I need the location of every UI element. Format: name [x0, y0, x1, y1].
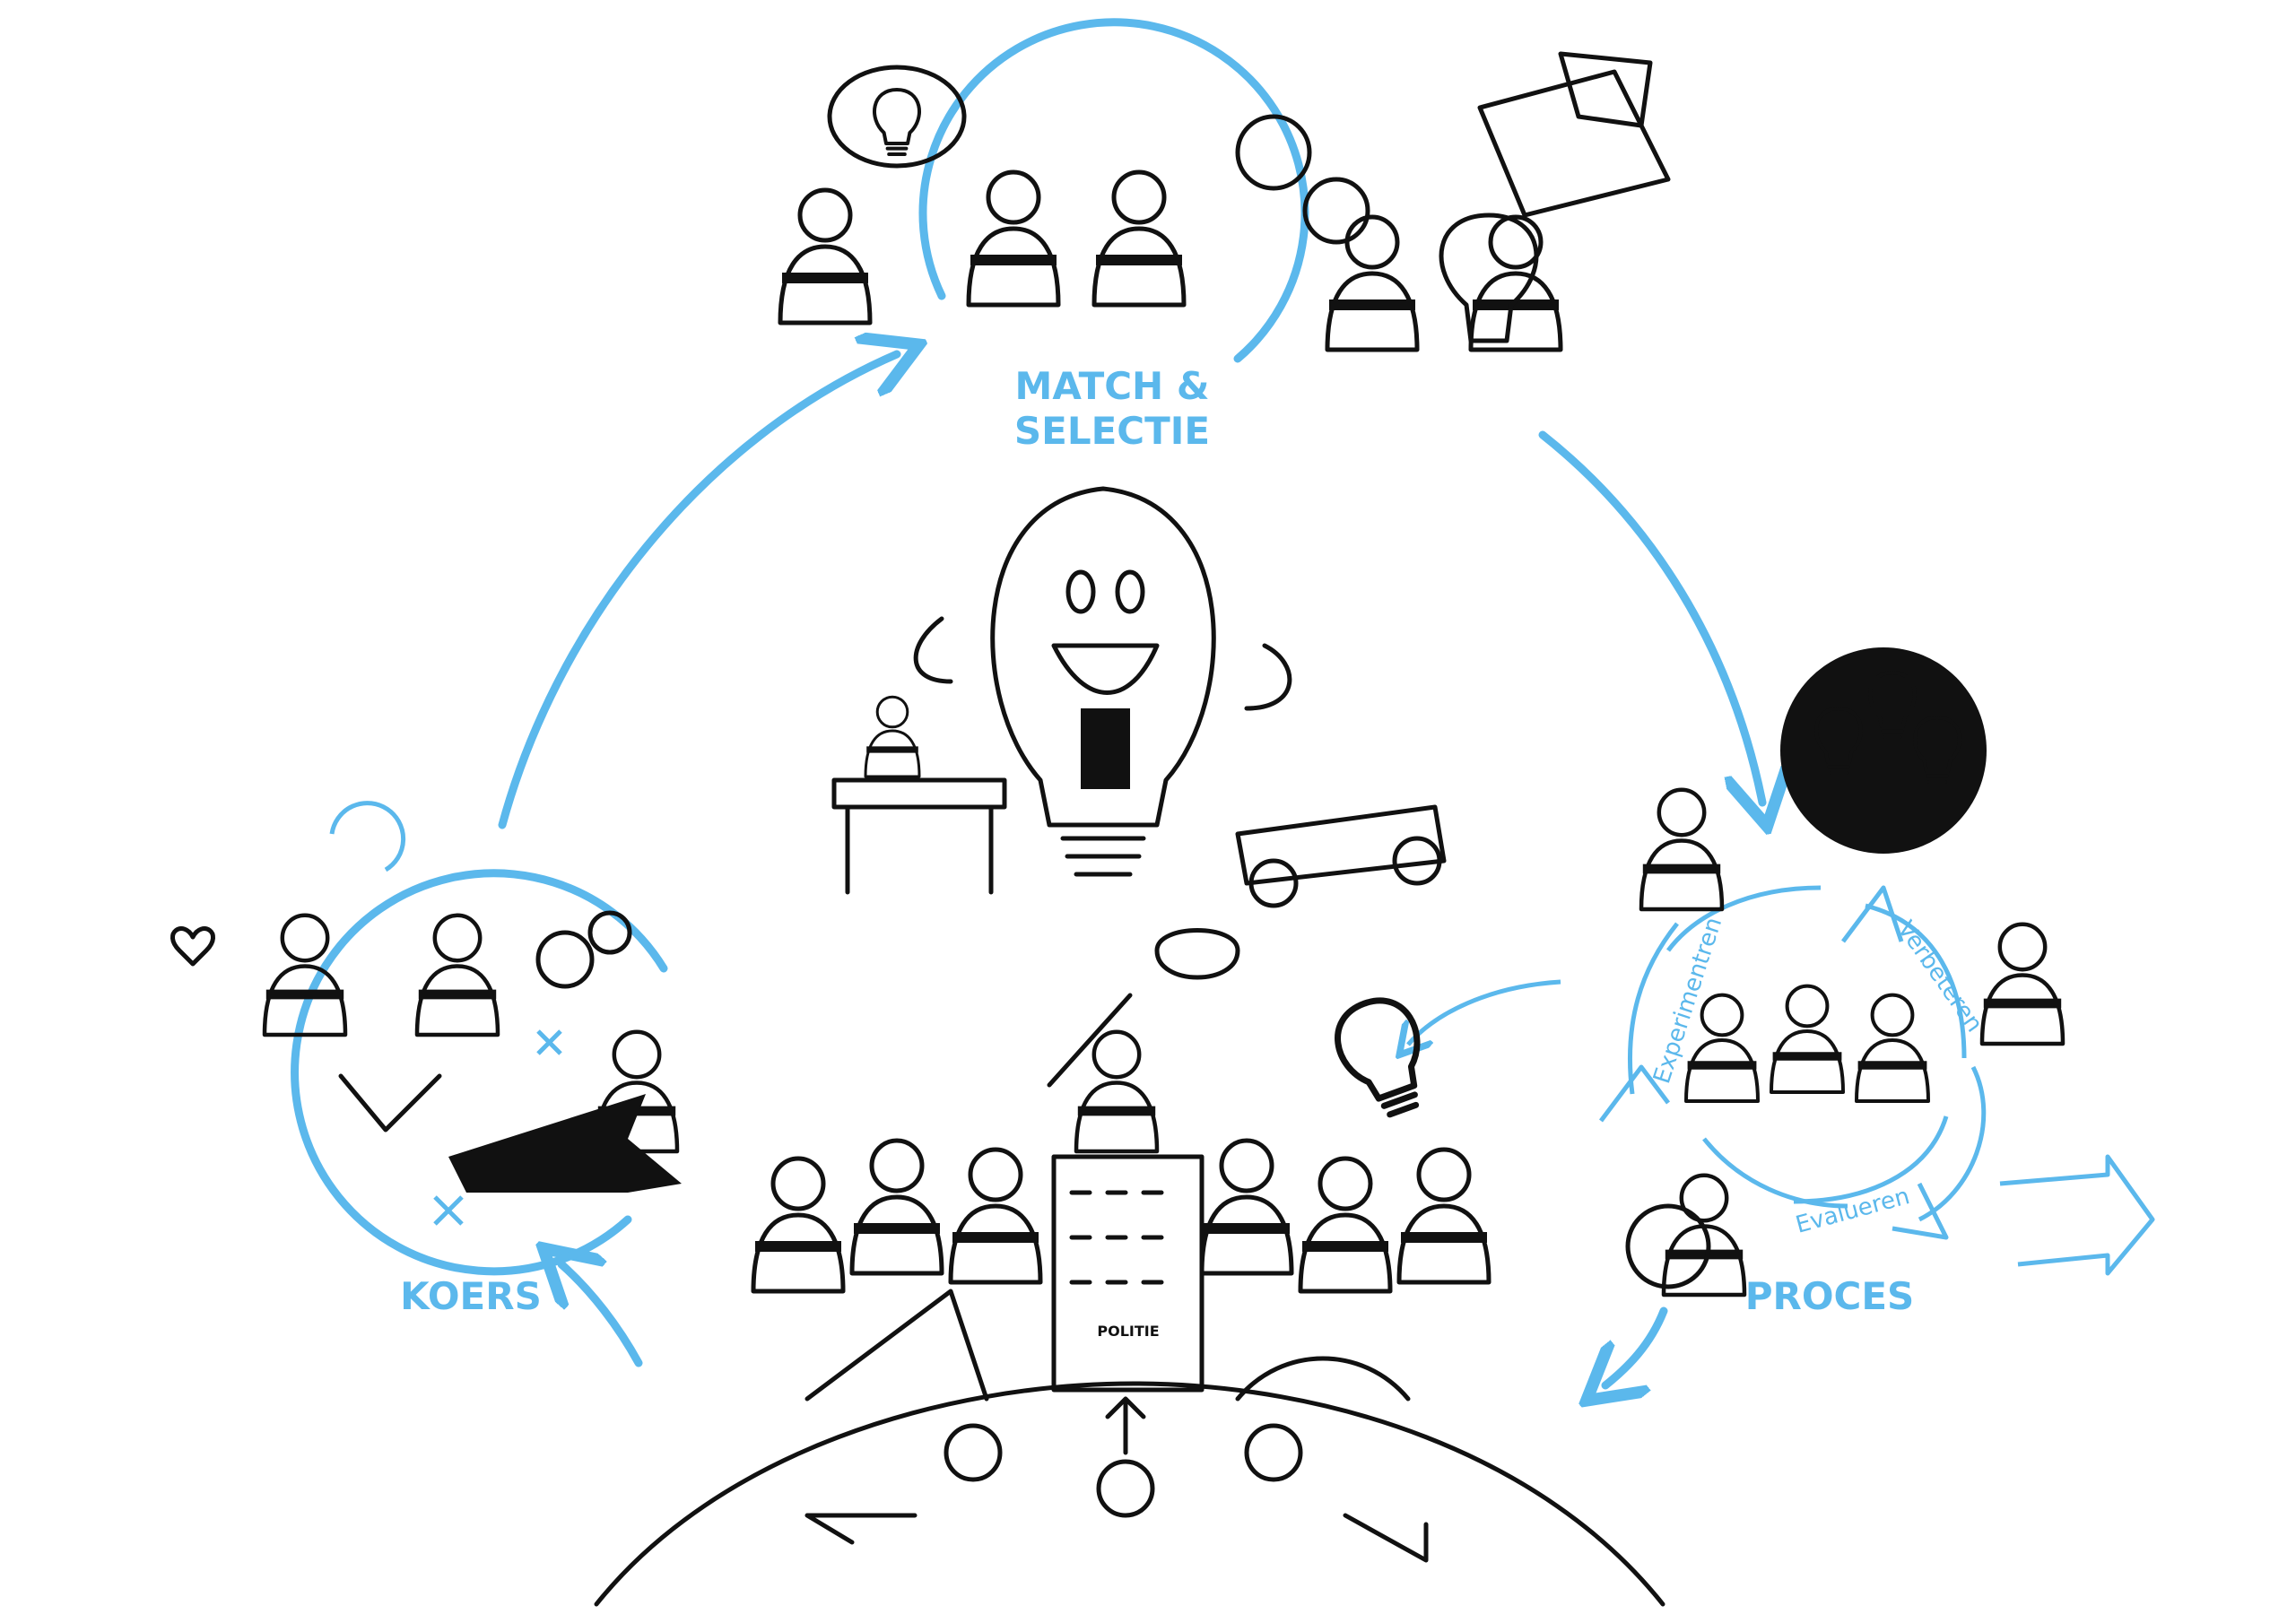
arrow-proces-to-world	[1605, 1306, 1668, 1385]
cycle-arrow-evalueren	[1702, 1137, 1848, 1209]
exclamation-bubble-icon	[1244, 1423, 1303, 1482]
handshake-people-icon	[969, 172, 1184, 305]
cycle-arrow-segment	[1666, 885, 1822, 952]
arrow-to-koers	[561, 1264, 643, 1367]
incoming-arrow-icon	[1105, 1396, 1146, 1455]
exclamation-bubble-icon	[1096, 1459, 1155, 1518]
proces-section: Experimentren Verbeteren Evalueren PROCE…	[1599, 647, 2155, 1318]
magnifier-icon	[1625, 1203, 1711, 1289]
verbeteren-label: Verbeteren	[1892, 916, 1987, 1037]
speech-bubble-ear-icon	[1302, 177, 1370, 245]
officer-icon	[1202, 1141, 1292, 1273]
smiling-lightbulb-icon	[913, 486, 1292, 877]
gear-icon	[587, 910, 632, 955]
officer-icon	[852, 1141, 942, 1273]
new-idea-bulb-icon	[1327, 990, 1439, 1123]
crossroads-arrows-icon	[448, 1094, 682, 1193]
baseball-bat-icon	[1047, 993, 1133, 1088]
desk-worker-icon	[831, 697, 1007, 895]
bulb-selection-circle	[1780, 647, 1987, 854]
arrow-to-bulb	[1408, 979, 1561, 1045]
parachute-icon	[1154, 928, 1240, 980]
race-car-icon	[1235, 804, 1447, 908]
officer-icon	[753, 1159, 843, 1291]
building-windows	[1069, 1190, 1164, 1285]
inspector-with-magnifier-icon	[1664, 1176, 1744, 1295]
match-circle	[918, 18, 1309, 363]
officer-icon	[1399, 1150, 1489, 1282]
koers-circle	[291, 869, 668, 1276]
politie-sign: POLITIE	[1097, 1323, 1159, 1340]
city-and-world: POLITIE	[594, 993, 1665, 1607]
team-person-icon	[1857, 995, 1928, 1101]
arrow-koers-to-match	[498, 354, 897, 829]
puzzle-bulb-icon	[1439, 213, 1539, 343]
thumbs-up-icon	[1244, 643, 1292, 711]
thumbs-up-icon	[913, 616, 953, 684]
outgoing-arrows-icon	[804, 1513, 1429, 1563]
police-flame-logo-icon	[338, 1073, 442, 1133]
match-label: MATCH &	[1015, 364, 1210, 408]
person-gears-icon	[417, 916, 498, 1035]
x-mark-icon	[433, 1029, 562, 1226]
worker-with-hammer-icon	[1982, 924, 2063, 1044]
cycle-arrowheads	[1599, 885, 1949, 1240]
speech-bubble-ear-icon	[1235, 114, 1312, 191]
cycle-arrow-segment	[1918, 1065, 1987, 1222]
officer-icon	[951, 1150, 1040, 1282]
officer-icon	[1300, 1159, 1390, 1291]
thumbs-down-sign-icon	[1558, 51, 1653, 128]
idea-bulb-icon	[874, 90, 919, 154]
koers-section: KOERS	[170, 801, 682, 1318]
arrow-match-to-proces	[1538, 430, 1762, 803]
match-selectie-section: MATCH & SELECTIE	[780, 18, 1671, 453]
batter-icon	[1076, 1032, 1157, 1151]
selectie-label: SELECTIE	[1014, 409, 1210, 453]
globe-horizon	[594, 1381, 1665, 1607]
team-person-icon	[1771, 986, 1843, 1092]
scientist-icon	[1641, 790, 1722, 909]
output-arrow-icon	[1999, 1154, 2155, 1276]
proces-label: PROCES	[1745, 1274, 1915, 1318]
person-woman-icon	[780, 190, 870, 323]
exclamation-bubble-icon	[944, 1423, 1003, 1482]
cycle-arrow-segment	[1793, 1115, 1949, 1204]
recycle-arrows-icon	[329, 801, 406, 872]
bridges-icon	[804, 1289, 1411, 1402]
thought-cloud-icon	[827, 65, 967, 169]
cycle-arrow-experimenteren	[1628, 922, 1679, 1095]
gear-icon	[535, 930, 595, 989]
koers-label: KOERS	[400, 1274, 542, 1318]
heart-icon	[170, 926, 215, 967]
